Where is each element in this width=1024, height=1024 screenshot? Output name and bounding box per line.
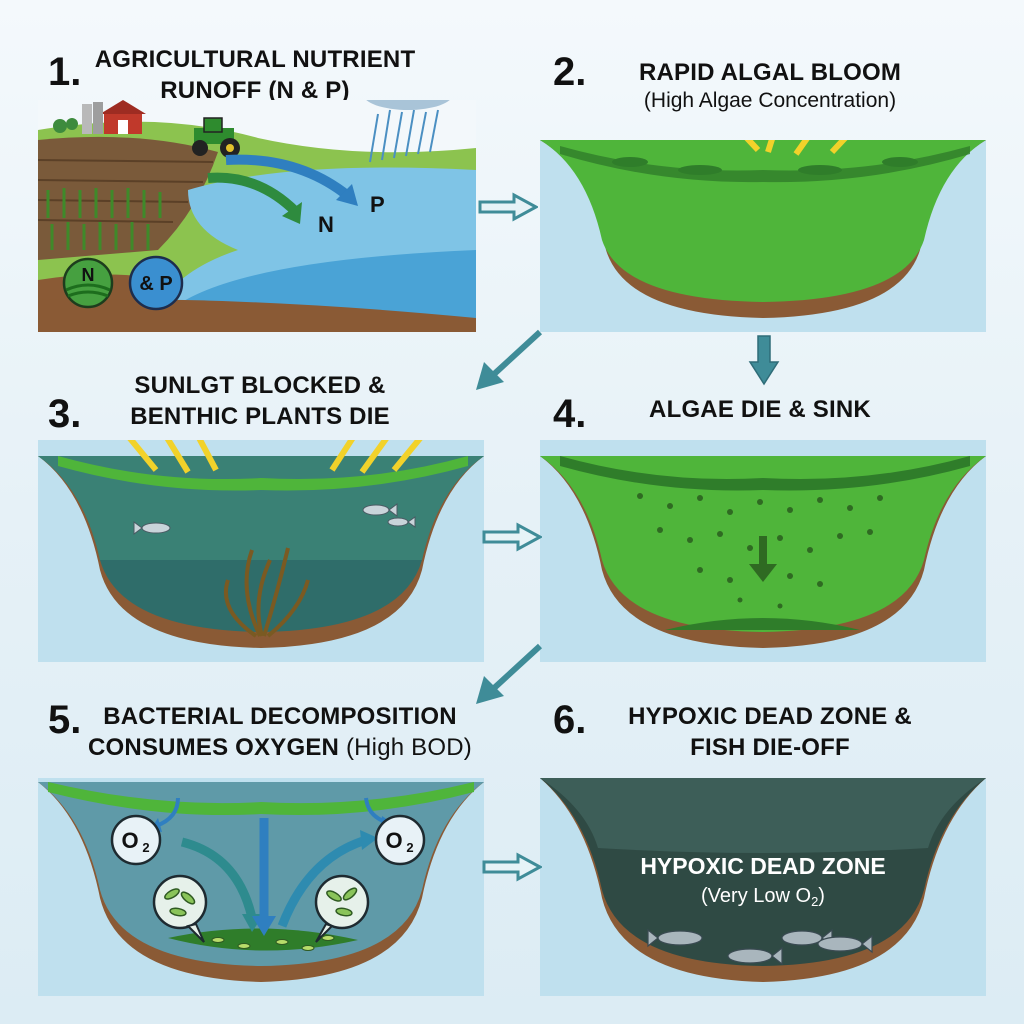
step-2-title: RAPID ALGAL BLOOM — [638, 59, 902, 86]
sinking-algae-particles — [637, 493, 883, 609]
svg-text:N: N — [82, 265, 95, 285]
step-6-title: HYPOXIC DEAD ZONE & FISH DIE-OFF — [600, 701, 940, 763]
silo-icon — [82, 102, 103, 134]
step-5-title-bold: CONSUMES OXYGEN — [88, 734, 340, 761]
oxygen-flow-arrows — [150, 797, 394, 936]
step-5-panel: O 2 O 2 — [38, 778, 484, 996]
step-5-number: 5. — [48, 698, 82, 742]
step-1-panel: N P N & P — [38, 100, 476, 332]
step-2-number: 2. — [553, 50, 587, 94]
arrow-4-to-5 — [476, 643, 543, 704]
step-2-subtitle: (High Algae Concentration) — [643, 89, 897, 112]
step-2-panel — [540, 140, 986, 332]
step-3-title: SUNLGT BLOCKED & BENTHIC PLANTS DIE — [95, 370, 425, 432]
step-5-title-light: (High BOD) — [345, 734, 472, 761]
arrow-2-to-4 — [748, 335, 780, 386]
sun-ray-icon — [744, 140, 848, 156]
step-3-number: 3. — [48, 392, 82, 436]
step-4-panel — [540, 440, 986, 662]
nitrogen-badge: N — [62, 257, 114, 309]
step-6-number: 6. — [553, 698, 587, 742]
oxygen-molecule-left: O 2 — [110, 814, 162, 866]
step-3-title-line1: SUNLGT BLOCKED & — [134, 372, 386, 399]
step-4-number: 4. — [553, 392, 587, 436]
rain-cloud-icon — [366, 100, 450, 163]
svg-text:O: O — [121, 828, 138, 853]
sink-arrow-icon — [749, 536, 777, 582]
bacteria-icon-right — [314, 874, 370, 943]
arrow-3-to-4 — [482, 522, 542, 552]
fish-icon — [133, 503, 416, 535]
dead-fish-icon — [647, 928, 873, 966]
dead-zone-subtitle: (Very Low O2) — [701, 885, 825, 909]
svg-text:2: 2 — [142, 840, 149, 855]
svg-text:& P: & P — [139, 273, 172, 295]
arrow-2-to-3 — [476, 329, 543, 390]
dead-zone-title: HYPOXIC DEAD ZONE — [640, 853, 885, 879]
step-4-title: ALGAE DIE & SINK — [649, 396, 871, 423]
phosphorus-label: P — [370, 192, 385, 217]
oxygen-molecule-right: O 2 — [374, 814, 426, 866]
step-5-title-line1: BACTERIAL DECOMPOSITION — [103, 703, 457, 730]
svg-text:O: O — [385, 828, 402, 853]
step-1-title: AGRICULTURAL NUTRIENT RUNOFF (N & P) — [80, 44, 430, 106]
step-5-title: BACTERIAL DECOMPOSITION CONSUMES OXYGEN … — [80, 701, 480, 763]
arrow-5-to-6 — [482, 852, 542, 882]
svg-text:2: 2 — [406, 840, 413, 855]
nitrogen-label: N — [318, 212, 334, 237]
crop-rows — [46, 188, 162, 250]
barn-icon — [100, 100, 146, 134]
step-3-title-line2: BENTHIC PLANTS DIE — [130, 403, 390, 430]
seaweed-icon — [223, 547, 310, 638]
step-6-panel: HYPOXIC DEAD ZONE (Very Low O2) — [540, 778, 986, 996]
step-6-title-line1: HYPOXIC DEAD ZONE & — [628, 703, 912, 730]
step-5-title-line2: CONSUMES OXYGEN (High BOD) — [80, 732, 480, 763]
step-1-number: 1. — [48, 50, 82, 94]
step-1-title-line1: AGRICULTURAL NUTRIENT — [94, 46, 416, 73]
sun-ray-icon — [127, 440, 423, 474]
flow-arrow-icon — [207, 154, 358, 224]
step-1-title-line2: RUNOFF (N & P) — [160, 77, 350, 104]
tractor-icon — [192, 117, 240, 158]
arrow-1-to-2 — [478, 192, 538, 222]
step-6-title-line2: FISH DIE-OFF — [690, 734, 850, 761]
step-3-panel — [38, 440, 484, 662]
phosphorus-badge: & P — [128, 255, 184, 311]
bacteria-icon — [152, 874, 208, 943]
